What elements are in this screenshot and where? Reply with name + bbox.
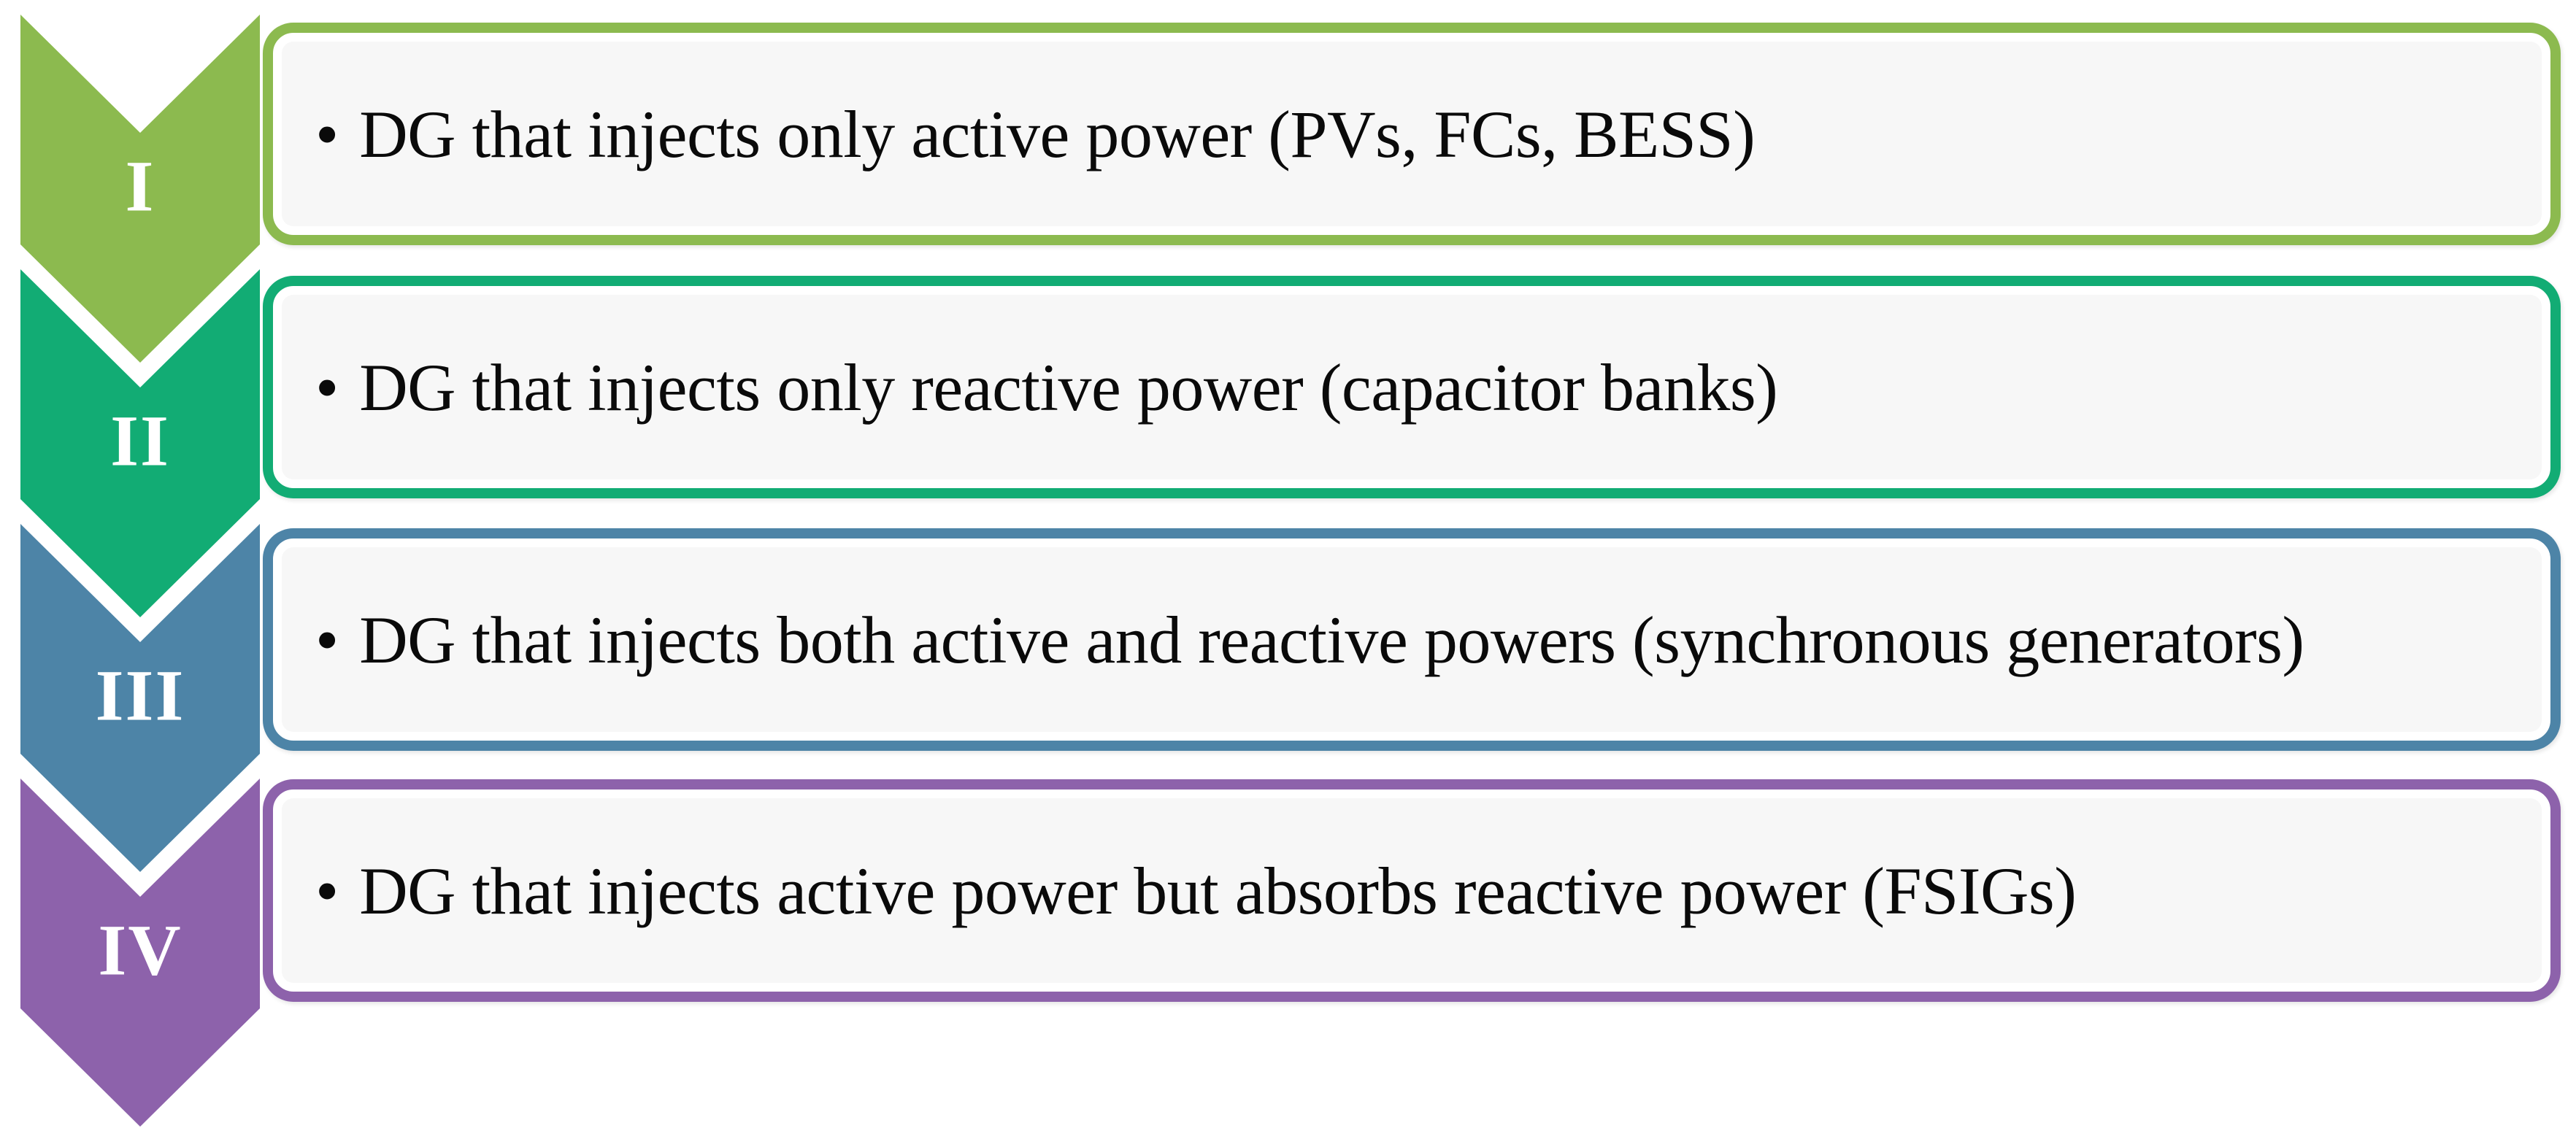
- dg-type-box-3: • DG that injects both active and reacti…: [263, 528, 2561, 751]
- dg-type-text-4: DG that injects active power but absorbs…: [359, 853, 2077, 928]
- dg-type-text-2: DG that injects only reactive power (cap…: [359, 350, 1778, 425]
- bullet-icon: •: [315, 350, 339, 425]
- chevron-down-marker-3: III: [20, 524, 260, 872]
- bullet-icon: •: [315, 96, 339, 171]
- dg-type-box-1: • DG that injects only active power (PVs…: [263, 23, 2561, 245]
- dg-type-text-1: DG that injects only active power (PVs, …: [359, 96, 1756, 171]
- roman-numeral-label: IV: [98, 909, 182, 991]
- chevron-down-marker-4: IV: [20, 779, 260, 1127]
- chevron-down-marker-2: II: [20, 269, 260, 617]
- dg-type-box-2: • DG that injects only reactive power (c…: [263, 276, 2561, 498]
- dg-type-text-3: DG that injects both active and reactive…: [359, 602, 2304, 677]
- bullet-icon: •: [315, 853, 339, 928]
- chevron-down-marker-1: I: [20, 15, 260, 363]
- roman-numeral-label: II: [110, 400, 170, 482]
- bullet-icon: •: [315, 602, 339, 677]
- dg-type-box-4: • DG that injects active power but absor…: [263, 779, 2561, 1002]
- roman-numeral-label: III: [95, 655, 185, 736]
- roman-numeral-label: I: [125, 145, 155, 227]
